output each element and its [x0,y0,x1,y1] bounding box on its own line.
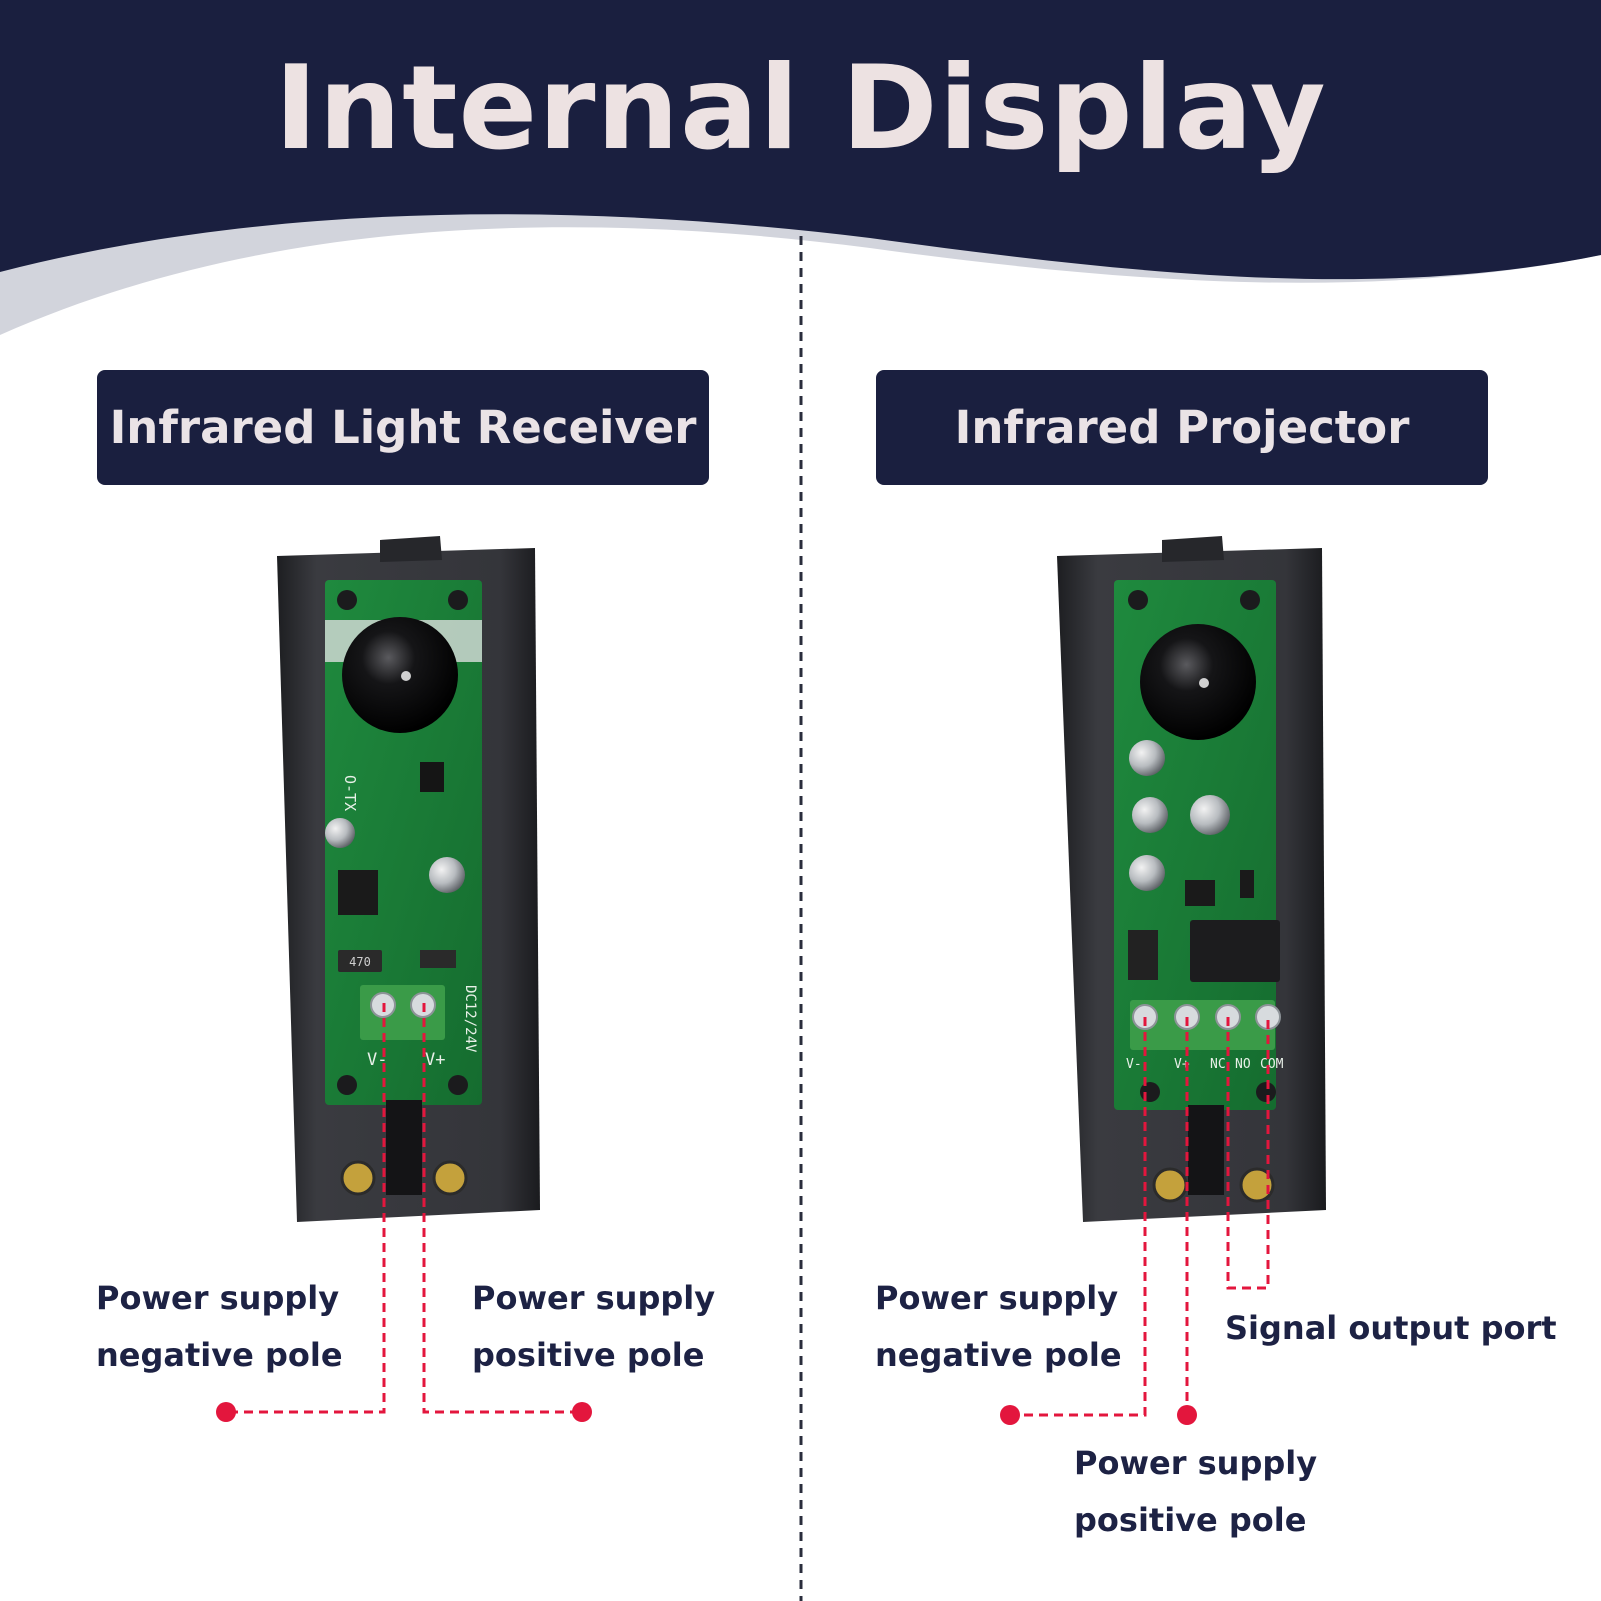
callout-dot [572,1402,592,1422]
screw-icon [1140,1082,1160,1102]
header-band [0,0,1601,280]
leader-projector-negative [1010,1017,1147,1417]
badge-receiver: Infrared Light Receiver [97,370,709,485]
projector-device: V- V+ NC NO COM [1057,536,1326,1222]
infrared-lens-icon [342,617,458,733]
callout-dot [216,1402,236,1422]
screw-icon [1152,1167,1188,1203]
callout-projector-negative: Power supply negative pole [875,1270,1122,1384]
receiver-terminal-minus: V- [367,1050,387,1070]
screw-icon [337,1075,357,1095]
screw-icon [1256,1082,1276,1102]
screw-icon [337,590,357,610]
callout-leaders [226,1003,1270,1417]
callout-line: Power supply [875,1279,1119,1317]
receiver-terminal-plus: V+ [425,1050,445,1070]
callout-line: positive pole [1074,1501,1307,1539]
projector-terminal-1: V- [1126,1057,1142,1072]
projector-terminal-3: NC [1210,1057,1226,1072]
terminal-block-icon [360,985,445,1040]
callout-line: Power supply [96,1279,340,1317]
projector-terminal-5: COM [1260,1057,1284,1072]
callout-line: Signal output port [1225,1309,1557,1347]
callout-dots [216,1402,1197,1425]
callout-line: negative pole [875,1336,1122,1374]
infrared-lens-icon [1140,624,1256,740]
page-title: Internal Display [274,41,1327,176]
callout-signal-port: Signal output port [1225,1300,1557,1357]
screw-icon [1240,590,1260,610]
screw-icon [1239,1167,1275,1203]
callout-line: negative pole [96,1336,343,1374]
leader-receiver-positive [422,1003,582,1414]
screw-icon [448,590,468,610]
screw-icon [432,1160,468,1196]
badge-projector: Infrared Projector [876,370,1488,485]
receiver-resistor-marking: 470 [349,955,371,969]
callout-line: Power supply [1074,1444,1318,1482]
leader-signal-port [1226,1017,1270,1290]
projector-terminal-4: NO [1235,1057,1251,1072]
receiver-model-marking: O-TX [341,775,359,811]
leader-receiver-negative [226,1003,386,1414]
callout-receiver-positive: Power supply positive pole [472,1270,715,1384]
callout-dot [1000,1405,1020,1425]
callout-line: Power supply [472,1279,716,1317]
callout-projector-positive: Power supply positive pole [1074,1435,1317,1549]
receiver-device: O-TX 470 V- V+ DC12/24V [277,536,540,1222]
receiver-voltage-marking: DC12/24V [462,985,478,1053]
callout-line: positive pole [472,1336,705,1374]
screw-icon [1128,590,1148,610]
terminal-block-icon [1130,1000,1281,1050]
screw-icon [340,1160,376,1196]
screw-icon [448,1075,468,1095]
callout-dot [1177,1405,1197,1425]
callout-receiver-negative: Power supply negative pole [96,1270,343,1384]
